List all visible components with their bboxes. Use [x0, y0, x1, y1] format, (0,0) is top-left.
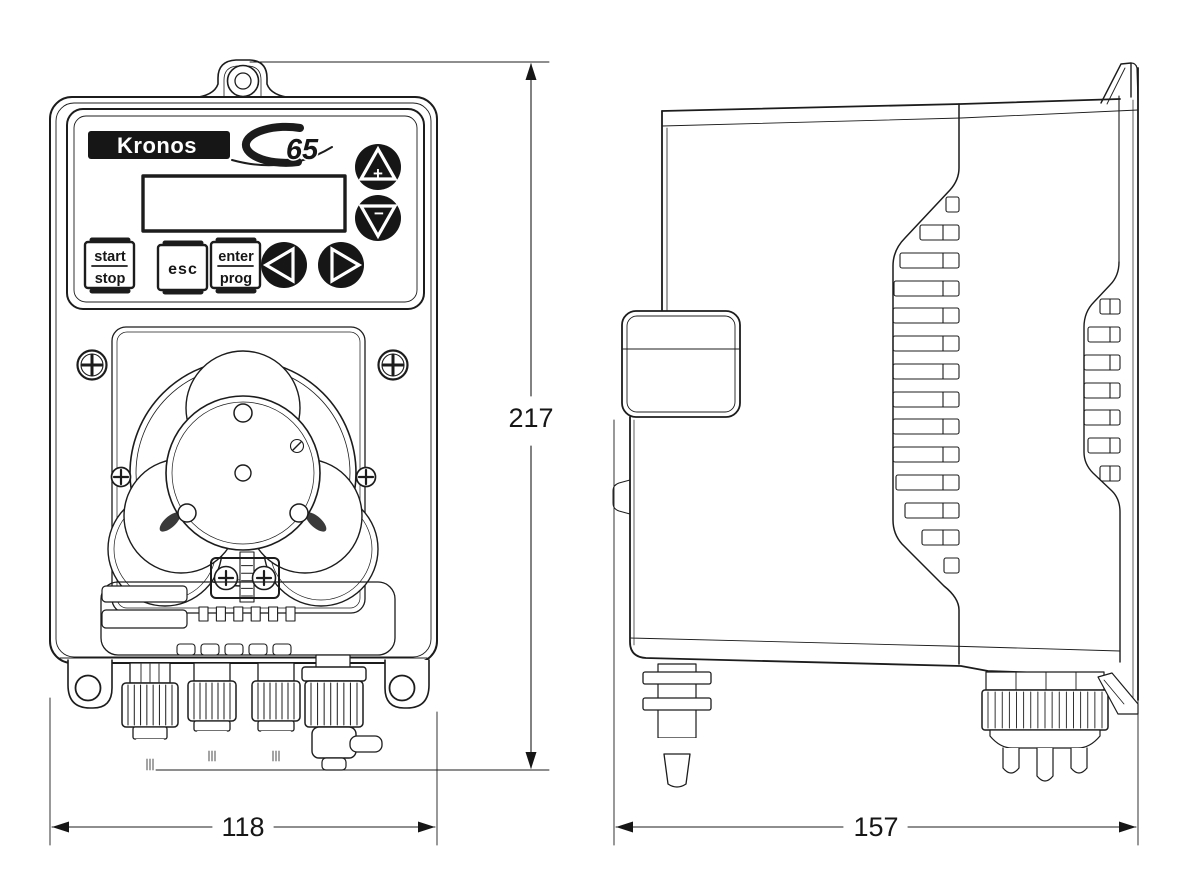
- valve-side-stub: [349, 735, 383, 753]
- hose-fitting-2: [187, 662, 237, 763]
- tab-hole: [226, 64, 260, 98]
- right-arrow-icon: [330, 246, 363, 284]
- tube-squeeze-right: [305, 512, 327, 532]
- front-view: Kronos 65 + −: [49, 59, 438, 772]
- rotor-hub: [234, 464, 252, 482]
- logo-swoosh: [241, 122, 304, 167]
- bottom-cover: [59, 581, 428, 659]
- arrowhead-left: [616, 821, 633, 833]
- tube-squeeze-left: [159, 512, 181, 532]
- stop-label: stop: [95, 271, 126, 287]
- prong-left: [1002, 747, 1020, 774]
- up-arrow-icon: [358, 145, 398, 181]
- start-stop-button: start stop: [83, 237, 136, 294]
- hose-fitting-1: [121, 662, 179, 772]
- arrowhead-left: [52, 821, 69, 833]
- cover-screw: [289, 438, 305, 454]
- side-top-edge: [661, 98, 1121, 112]
- prong-center: [1036, 747, 1054, 782]
- increase-button: +: [355, 144, 401, 190]
- minus-label: −: [374, 204, 384, 223]
- right-button: [318, 242, 364, 288]
- cooling-fins-right: [1083, 261, 1121, 663]
- height-value: 217: [508, 403, 553, 433]
- arrowhead-up: [525, 63, 537, 80]
- hose-fitting-3: [251, 662, 301, 763]
- roller-top: [233, 403, 253, 423]
- side-view: [612, 62, 1139, 788]
- down-arrow-icon: [358, 204, 398, 240]
- mounting-tab-top: [191, 59, 294, 99]
- brand-text: Kronos: [117, 133, 197, 158]
- arrowhead-down: [525, 752, 537, 769]
- plus-label: +: [373, 164, 383, 183]
- start-label: start: [94, 249, 126, 265]
- fin-envelope-right: [1083, 261, 1121, 663]
- left-arrow-icon: [262, 246, 295, 284]
- vent-squares: [198, 606, 296, 622]
- clamp-frame: [210, 557, 280, 599]
- depth-dimension: 157: [613, 419, 1139, 846]
- kronos-logo: Kronos 65: [88, 122, 333, 168]
- side-bottom-edge: [629, 416, 1102, 676]
- decrease-button: −: [355, 195, 401, 241]
- fitting-cluster: [981, 671, 1109, 782]
- wall-bracket: [621, 310, 741, 418]
- tube-bar-lower: [101, 609, 188, 629]
- width-value: 118: [221, 812, 264, 842]
- arrowhead-right: [1119, 821, 1136, 833]
- vent-slots: [176, 643, 292, 656]
- screw-mid-left: [110, 466, 132, 488]
- roller-right: [289, 503, 309, 523]
- screw-top-left: [76, 349, 108, 381]
- mounting-ear-right: [384, 659, 430, 709]
- width-dimension: 118: [49, 697, 438, 846]
- injection-valve-fitting: [301, 654, 383, 771]
- mounting-ear-left: [67, 659, 113, 709]
- hose-barb-fitting: [642, 663, 712, 788]
- model-text: 65: [286, 134, 319, 166]
- prong-right: [1070, 747, 1088, 774]
- rotor: [123, 350, 363, 574]
- lcd-display: [141, 174, 347, 233]
- mounting-tab-side: [1100, 62, 1139, 105]
- control-panel: Kronos 65 + −: [66, 108, 425, 310]
- rotor-disc: [165, 395, 321, 551]
- screw-top-right: [377, 349, 409, 381]
- dimensions: 217 118 157: [49, 61, 1139, 846]
- depth-value: 157: [853, 812, 898, 842]
- esc-label: esc: [168, 261, 198, 278]
- arrowhead-right: [418, 821, 435, 833]
- side-clip: [612, 479, 631, 515]
- roller-left: [177, 503, 197, 523]
- prog-label: prog: [220, 271, 252, 287]
- pump-head: [107, 350, 379, 607]
- cooling-fins-center: [892, 103, 960, 665]
- left-button: [261, 242, 307, 288]
- enter-label: enter: [218, 249, 254, 265]
- tube-clamp: [210, 551, 280, 603]
- fin-envelope-center: [892, 103, 960, 665]
- esc-button: esc: [156, 240, 209, 295]
- enter-prog-button: enter prog: [209, 237, 262, 294]
- screw-mid-right: [355, 466, 377, 488]
- height-dimension: 217: [155, 61, 554, 771]
- tube-bar-upper: [101, 585, 188, 603]
